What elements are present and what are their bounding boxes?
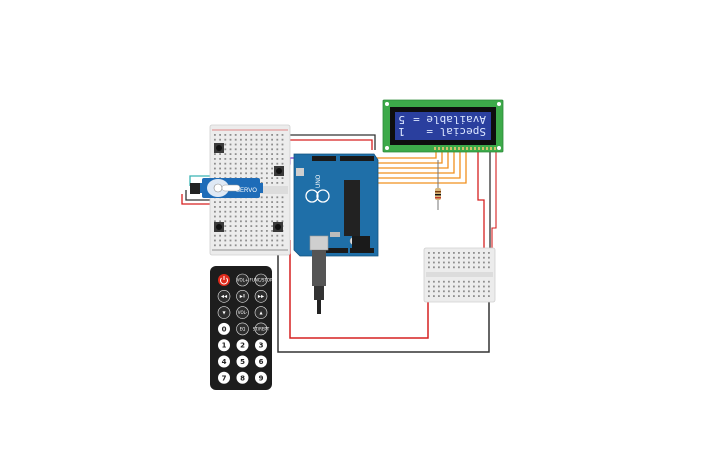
- remote-button-1[interactable]: FUNC/STOP: [250, 273, 273, 287]
- remote-button-label: ◀◀: [221, 294, 228, 299]
- remote-button-label: 8: [240, 374, 245, 382]
- remote-power-button[interactable]: [218, 274, 230, 286]
- remote-button-label: 3: [259, 342, 264, 350]
- wire-arduino-gnd[interactable]: [282, 139, 373, 150]
- remote-button-19[interactable]: 9: [255, 371, 267, 384]
- wire-ground-long[interactable]: [277, 240, 490, 353]
- lcd-value-1: 1: [398, 125, 405, 138]
- lcd-value-2: 5: [398, 113, 405, 126]
- pushbutton-bottom-right[interactable]: [273, 222, 283, 232]
- ir-receiver[interactable]: [274, 166, 284, 176]
- wire-lcd-vo[interactable]: [491, 152, 497, 258]
- remote-button-7[interactable]: ▲: [254, 306, 268, 319]
- remote-button-label: EQ: [240, 326, 246, 331]
- pushbutton-top[interactable]: [214, 143, 224, 153]
- remote-button-4[interactable]: ▶▶: [254, 289, 268, 303]
- usb-cable[interactable]: [312, 250, 326, 314]
- resistor[interactable]: [435, 188, 441, 200]
- remote-button-label: ▲: [259, 310, 263, 315]
- remote-button-12[interactable]: 2: [236, 339, 249, 352]
- ir-remote[interactable]: VOL+FUNC/STOP ◀◀ ▶II ▶▶ ▼ VOL- ▲ 0 EQ ST/REPT 1 2 3 4…: [210, 266, 273, 390]
- remote-button-label: VOL+: [237, 277, 248, 282]
- breadboard-right[interactable]: [423, 247, 496, 303]
- pushbutton-bottom[interactable]: [214, 222, 224, 232]
- remote-button-label: 1: [222, 342, 227, 350]
- remote-button-label: 5: [240, 358, 245, 366]
- wire-arduino-5v[interactable]: [282, 134, 376, 150]
- wire-lcd-bus[interactable]: [374, 152, 467, 184]
- remote-button-18[interactable]: 8: [236, 371, 249, 384]
- remote-button-10[interactable]: ST/REPT: [253, 322, 270, 336]
- arduino-board[interactable]: UNO: [293, 153, 379, 257]
- lcd-line-1: Special =: [426, 125, 486, 138]
- arduino-label: UNO: [316, 174, 322, 188]
- servo-connector: [190, 183, 200, 194]
- remote-button-label: ST/REPT: [253, 326, 270, 331]
- remote-button-0[interactable]: VOL+: [236, 273, 249, 287]
- lcd-line-2: Available =: [413, 113, 486, 126]
- lcd-module[interactable]: Special = 1 Available = 5: [382, 99, 504, 153]
- servo-motor[interactable]: SERVO: [199, 178, 263, 198]
- arduino-logo: [305, 189, 330, 203]
- remote-button-label: 0: [222, 325, 227, 333]
- remote-button-8[interactable]: 0: [218, 322, 230, 335]
- remote-button-label: ▶II: [240, 294, 245, 299]
- remote-button-14[interactable]: 4: [218, 355, 230, 368]
- remote-button-label: 6: [259, 358, 264, 366]
- wires: [181, 134, 497, 353]
- remote-button-label: FUNC/STOP: [250, 277, 273, 282]
- remote-button-9[interactable]: EQ: [236, 322, 249, 336]
- remote-button-label: VOL-: [238, 310, 248, 315]
- lcd-pin-header: [434, 147, 496, 150]
- remote-button-13[interactable]: 3: [255, 339, 267, 352]
- remote-button-15[interactable]: 5: [236, 355, 249, 368]
- remote-button-2[interactable]: ◀◀: [217, 289, 231, 303]
- svg-text:SERVO: SERVO: [236, 188, 257, 194]
- remote-button-17[interactable]: 7: [218, 371, 230, 384]
- remote-button-3[interactable]: ▶II: [236, 289, 249, 303]
- remote-button-label: 7: [222, 374, 227, 382]
- remote-button-label: 9: [259, 374, 264, 382]
- wire-lcd-power[interactable]: [477, 152, 485, 250]
- remote-button-label: 4: [222, 358, 227, 366]
- remote-button-label: ▶▶: [258, 294, 265, 299]
- remote-button-11[interactable]: 1: [218, 339, 230, 352]
- remote-button-5[interactable]: ▼: [217, 306, 231, 319]
- remote-button-label: 2: [240, 342, 245, 350]
- remote-button-label: ▼: [222, 310, 226, 315]
- remote-button-6[interactable]: VOL-: [236, 306, 249, 319]
- remote-button-16[interactable]: 6: [255, 355, 267, 368]
